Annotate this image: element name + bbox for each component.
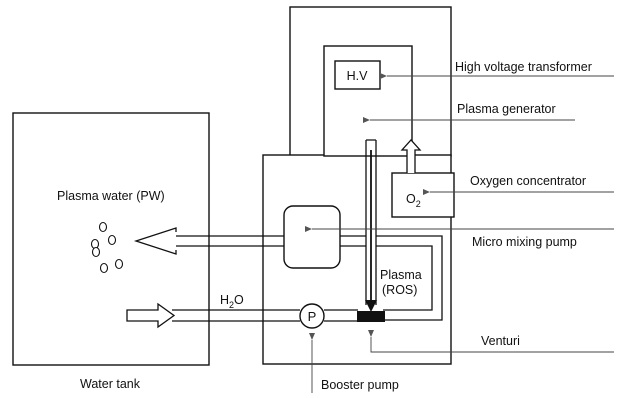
hv-box xyxy=(334,60,381,90)
loop-upper-pipe xyxy=(340,235,443,321)
oxygen-concentrator-label: Oxygen concentrator xyxy=(470,174,586,188)
plasma-tube-outline xyxy=(365,139,377,305)
booster-pump-p: P xyxy=(308,309,317,324)
oxygen-outlet-arrow xyxy=(400,139,422,173)
hv-box-label: H.V xyxy=(347,69,369,83)
venturi-leader-line xyxy=(368,330,614,353)
o2-label: O2 xyxy=(406,192,421,209)
venturi-label: Venturi xyxy=(481,334,520,348)
inlet-arrow xyxy=(126,302,176,329)
output-pipe xyxy=(176,235,284,247)
inlet-pipe xyxy=(172,309,358,322)
plasma-generator-label: Plasma generator xyxy=(457,102,556,116)
plasma-flow-arrowhead xyxy=(365,300,377,312)
plasma-water-droplets xyxy=(90,221,124,274)
micro-mixing-pump xyxy=(283,205,341,269)
micro-mixing-pump-label: Micro mixing pump xyxy=(472,235,577,249)
plasma-ros-label-2: (ROS) xyxy=(382,283,417,297)
output-arrow xyxy=(133,227,177,255)
h2o-label: H2O xyxy=(220,293,244,310)
high-voltage-transformer-label: High voltage transformer xyxy=(455,60,592,74)
booster-pump-label: Booster pump xyxy=(321,378,399,392)
water-tank-label: Water tank xyxy=(80,377,141,391)
venturi-block xyxy=(357,311,385,322)
booster-pump-symbol xyxy=(299,303,325,329)
plasma-ros-label-1: Plasma xyxy=(380,268,422,282)
plasma-water-label: Plasma water (PW) xyxy=(57,189,165,203)
oxygen-concentrator-box xyxy=(391,172,455,218)
